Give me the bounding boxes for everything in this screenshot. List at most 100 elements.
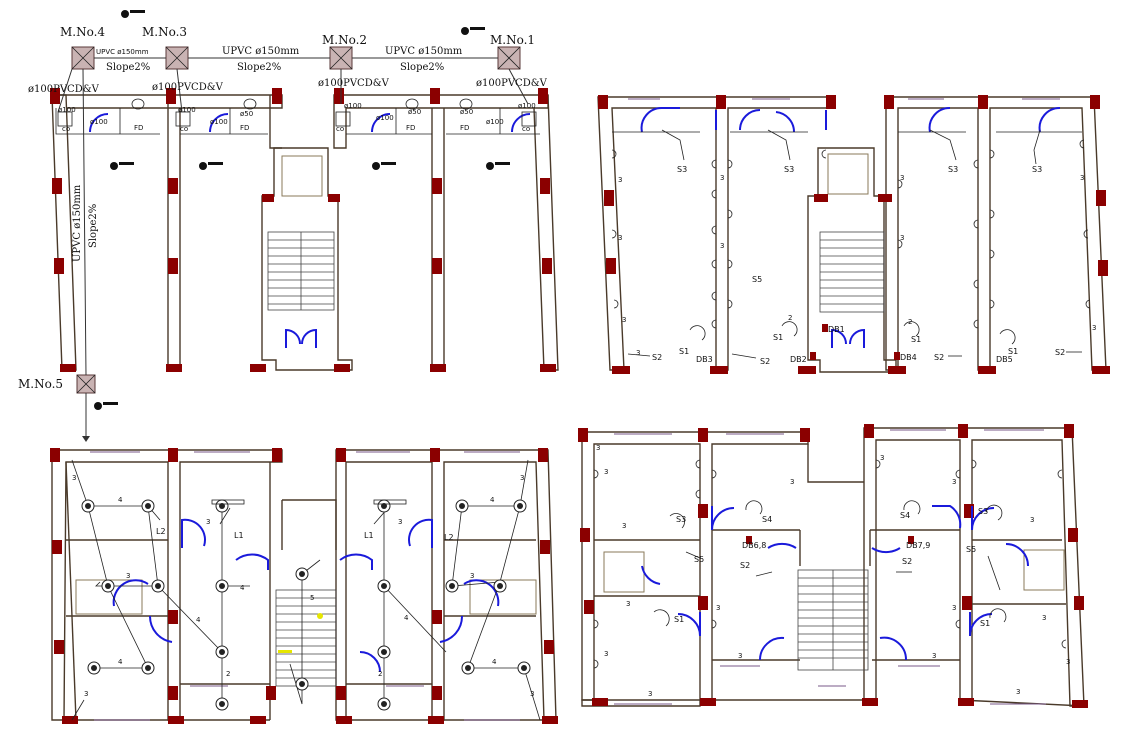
- fd-label-a: FD: [134, 124, 143, 132]
- switch-s2-b: S2: [760, 357, 770, 366]
- wire-count: 4: [490, 496, 495, 504]
- db79-label: DB7,9: [906, 541, 930, 550]
- wire-count: 3: [84, 690, 88, 698]
- fd-label-d: FD: [460, 124, 469, 132]
- wire-count: 3: [952, 604, 956, 612]
- db1-label: DB1: [828, 325, 845, 334]
- wire-count: 2: [788, 314, 792, 322]
- pipe-label-slope-vertical: Slope2%: [88, 204, 99, 248]
- lamp-l2-a: L2: [156, 527, 166, 536]
- wire-count: 3: [738, 652, 742, 660]
- fd-label-c: FD: [406, 124, 415, 132]
- wire-count: 3: [530, 690, 534, 698]
- manhole-4: [71, 46, 95, 70]
- wire-count: 3: [126, 572, 130, 580]
- d100-label-d: ø100: [210, 118, 228, 126]
- db68-label: DB6,8: [742, 541, 766, 550]
- switch-s5-b: S5: [966, 545, 976, 554]
- wire-count: 3: [900, 234, 904, 242]
- pipe-label-upvc-2: UPVC ø150mm: [222, 46, 300, 57]
- manhole-3-label: M.No.3: [142, 25, 187, 39]
- wire-count: 2: [226, 670, 230, 678]
- wire-count: 3: [648, 690, 652, 698]
- wire-count: 3: [618, 176, 622, 184]
- cdv-label-3: ø100PVCD&V: [152, 82, 224, 93]
- wire-count: 3: [604, 468, 608, 476]
- manhole-2: [329, 46, 353, 70]
- wire-count: 3: [604, 650, 608, 658]
- wire-count: 3: [720, 174, 724, 182]
- wire-count: 3: [618, 234, 622, 242]
- db5-label: DB5: [996, 355, 1013, 364]
- cdv-label-2: ø100PVCD&V: [318, 78, 390, 89]
- wire-count: 3: [206, 518, 210, 526]
- d50-label-b: ø50: [408, 108, 421, 116]
- switch-s3-a: S3: [677, 165, 687, 174]
- north-arrow-icon: [94, 10, 510, 410]
- switch-s1-b: S1: [773, 333, 783, 342]
- wire-count: 4: [118, 496, 123, 504]
- manhole-4-label: M.No.4: [60, 25, 105, 39]
- manhole-2-label: M.No.2: [322, 33, 367, 47]
- wire-count: 3: [1016, 688, 1020, 696]
- plumbing-plan: M.No.1 M.No.2 M.No.3 M.No.4 M.No.5 UPVC …: [18, 10, 559, 442]
- wire-count: 3: [720, 242, 724, 250]
- switch-s4-b: S4: [900, 511, 910, 520]
- pipe-label-slope-2: Slope2%: [237, 62, 281, 73]
- cdv-label-4: ø100PVCD&V: [28, 84, 100, 95]
- pipe-label-slope-3: Slope2%: [106, 62, 150, 73]
- wire-count: 3: [626, 600, 630, 608]
- wire-count: 4: [118, 658, 123, 666]
- d100-label-a: ø100: [58, 106, 76, 114]
- switch-s2-f: S2: [902, 557, 912, 566]
- switch-s4-a: S4: [762, 515, 772, 524]
- wire-count: 3: [1030, 516, 1034, 524]
- lamp-l1-a: L1: [234, 531, 244, 540]
- wire-count: 3: [622, 522, 626, 530]
- pipe-label-slope-1: Slope2%: [400, 62, 444, 73]
- pipe-label-upvc-3: UPVC ø150mm: [96, 48, 149, 56]
- co-label-d: co: [522, 125, 530, 133]
- co-label-b: co: [180, 125, 188, 133]
- cdv-label-1: ø100PVCD&V: [476, 78, 548, 89]
- co-label-a: co: [62, 125, 70, 133]
- wire-count: 3: [1066, 658, 1070, 666]
- wire-count: 4: [404, 614, 409, 622]
- switch-s1-f: S1: [980, 619, 990, 628]
- switch-s2-a: S2: [652, 353, 662, 362]
- wire-count: 3: [398, 518, 402, 526]
- wire-count: 4: [240, 584, 245, 592]
- switch-s1-a: S1: [679, 347, 689, 356]
- wire-count: 3: [520, 474, 524, 482]
- wire-count: 3: [596, 444, 600, 452]
- switch-s3-b: S3: [784, 165, 794, 174]
- co-label-c: co: [336, 125, 344, 133]
- d100-label-c: ø100: [178, 106, 196, 114]
- pipe-label-upvc-vertical: UPVC ø150mm: [72, 184, 83, 262]
- manhole-5: [76, 374, 96, 394]
- switch-s5-a: S5: [694, 555, 704, 564]
- switch-s1-e: S1: [674, 615, 684, 624]
- wire-count: 3: [622, 316, 626, 324]
- wire-count: 3: [72, 474, 76, 482]
- d100-label-g: ø100: [486, 118, 504, 126]
- switch-s3-f: S3: [978, 507, 988, 516]
- manhole-3: [165, 46, 189, 70]
- wire-count: 3: [636, 349, 640, 357]
- lamp-l1-b: L1: [364, 531, 374, 540]
- d50-label-c: ø50: [460, 108, 473, 116]
- manhole-5-label: M.No.5: [18, 377, 63, 391]
- db4-label: DB4: [900, 353, 917, 362]
- wire-count: 4: [492, 658, 497, 666]
- wire-count: 3: [900, 174, 904, 182]
- wire-count: 2: [378, 670, 382, 678]
- switch-s1-d: S1: [1008, 347, 1018, 356]
- wire-count: 3: [470, 572, 474, 580]
- wire-count: 3: [1092, 324, 1096, 332]
- switch-s3-e: S3: [676, 515, 686, 524]
- switch-s2-d: S2: [1055, 348, 1065, 357]
- wire-count: 4: [196, 616, 201, 624]
- socket-plan: S4 S4 S3 S3 S5 S5 S2 S2 S1 S1 DB6,8 DB7,…: [578, 424, 1088, 708]
- wire-count: 3: [952, 478, 956, 486]
